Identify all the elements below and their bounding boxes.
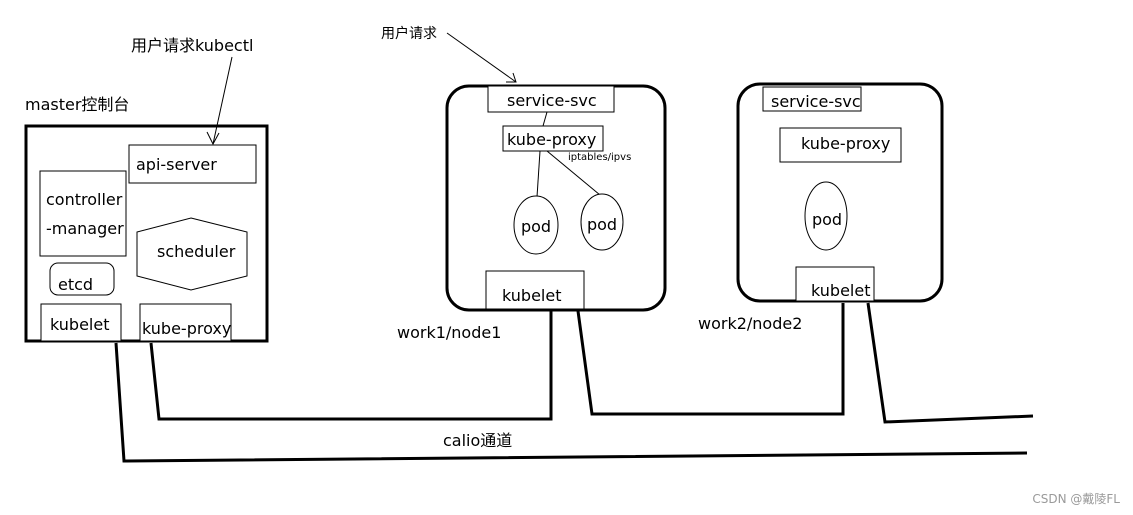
proxy-to-pod-b-line: [546, 150, 601, 196]
master-node: api-server controller -manager scheduler…: [24, 124, 269, 343]
node1-kube-proxy-box: [502, 125, 604, 152]
node2-pod-label: pod: [812, 210, 842, 229]
node1-pod-b-label: pod: [587, 215, 617, 234]
calio-network-lines: [114, 302, 1034, 463]
node2-service-box: [762, 86, 862, 112]
node1-service-label: service-svc: [507, 91, 597, 110]
master-kubelet-label: kubelet: [50, 315, 109, 334]
node1-kubelet-label: kubelet: [502, 286, 561, 305]
user-request-arrow-line: [446, 32, 517, 83]
kubectl-request-arrow-line: [212, 56, 233, 145]
api-server-box: [128, 144, 257, 184]
node2-kubelet-label: kubelet: [811, 281, 870, 300]
scheduler-hexagon: [136, 217, 248, 291]
csdn-watermark: CSDN @戴陵FL: [1032, 491, 1120, 506]
proxy-to-pod-a-line: [536, 150, 541, 198]
worker-node-2: service-svc kube-proxy pod kubelet: [736, 82, 944, 303]
calio-network-label: calio通道: [443, 431, 512, 450]
worker2-name-label: work2/node2: [698, 314, 802, 333]
node1-kube-proxy-label: kube-proxy: [507, 130, 596, 149]
iptables-ipvs-note: iptables/ipvs: [568, 152, 631, 163]
node2-kubelet-box: [795, 266, 875, 302]
master-title: master控制台: [25, 95, 129, 114]
node1-pod-a: [513, 195, 559, 255]
master-kubelet-network-line: [114, 342, 1028, 463]
node1-pod-a-label: pod: [521, 217, 551, 236]
master-kube-proxy-label: kube-proxy: [142, 319, 231, 338]
controller-manager-label-line2: -manager: [46, 219, 124, 238]
node2-kube-proxy-label: kube-proxy: [801, 134, 890, 153]
master-kubelet-box: [40, 303, 122, 342]
node2-outbound-network-line: [866, 302, 1034, 424]
master-kube-proxy-box: [139, 303, 232, 342]
request-arrows: [206, 32, 517, 146]
kubectl-request-annotation: 用户请求kubectl: [131, 36, 253, 55]
node1-pod-b: [580, 193, 624, 251]
user-request-annotation: 用户请求: [381, 25, 437, 42]
scheduler-label: scheduler: [157, 242, 236, 261]
node1-service-box: [487, 85, 615, 113]
node1-kubelet-box: [485, 270, 585, 310]
node2-pod: [804, 181, 848, 251]
node2-kube-proxy-box: [779, 127, 902, 163]
etcd-box: [49, 262, 115, 296]
api-server-label: api-server: [136, 155, 217, 174]
controller-manager-label-line1: controller: [46, 190, 123, 209]
node1-service-to-proxy-line: [542, 111, 548, 127]
node2-service-label: service-svc: [771, 92, 861, 111]
controller-manager-box: [39, 170, 127, 257]
user-arrow-head-icon: [506, 72, 517, 83]
node1-to-node2-network-line: [576, 303, 845, 416]
worker1-name-label: work1/node1: [397, 323, 501, 342]
kubectl-arrow-head-icon: [206, 131, 220, 146]
master-kubeproxy-network-line: [149, 311, 553, 421]
etcd-label: etcd: [58, 275, 93, 294]
worker-node-1: service-svc kube-proxy iptables/ipvs pod…: [445, 84, 667, 312]
